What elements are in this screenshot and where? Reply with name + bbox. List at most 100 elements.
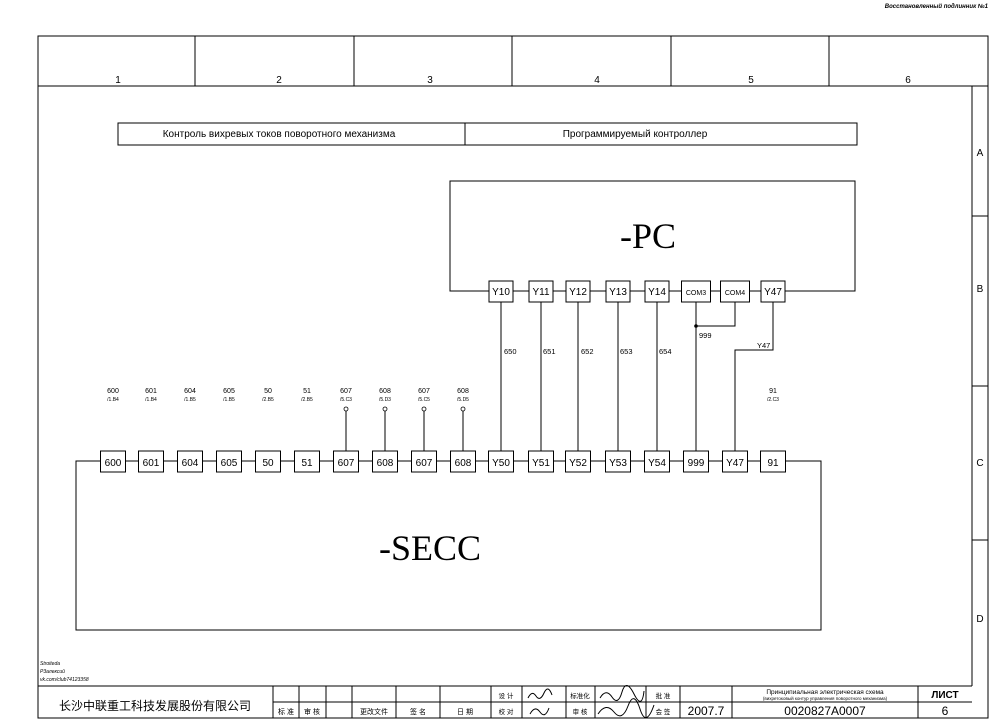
- xref-target: /1.B4: [107, 397, 119, 403]
- doc-title: Принципиальная электрическая схема: [766, 689, 884, 696]
- cross-references: 600/1.B4 601/1.B4 604/1.B5 605/1.B5 50/2.B5 5…: [107, 388, 779, 403]
- title-block: 长沙中联重工科技发展股份有限公司 标 准 审 核 更改文件 签 名 日 期 设 …: [59, 685, 972, 718]
- title-block-date: 2007.7: [688, 704, 725, 718]
- row-label-d: D: [976, 614, 983, 625]
- secc-terminal-label: 600: [105, 458, 122, 469]
- role-label-design: 设 计: [499, 691, 514, 700]
- secc-block-name: -SECC: [379, 528, 481, 568]
- col-label-3: 3: [427, 75, 433, 86]
- sig-label-review: 审 核: [304, 707, 320, 716]
- wire-label-652: 652: [581, 347, 594, 356]
- wire-labels: 650 651 652 653 654 999 Y47: [504, 331, 770, 356]
- company-name: 长沙中联重工科技发展股份有限公司: [59, 698, 251, 713]
- secc-terminal-label: Y54: [648, 458, 666, 469]
- secc-terminal-604: [177, 450, 203, 473]
- xref-target: /5.C5: [418, 397, 430, 403]
- pc-terminal-label: Y12: [569, 287, 587, 298]
- xref-label: 51: [303, 388, 311, 395]
- secc-terminal-label: 608: [377, 458, 394, 469]
- doc-number: 0020827A0007: [784, 704, 866, 718]
- xref-label: 600: [107, 388, 119, 395]
- pc-terminal-label: Y11: [532, 287, 549, 298]
- signature-scribble-1: [527, 688, 553, 716]
- secc-terminal-label: 604: [182, 458, 199, 469]
- xref-label: 604: [184, 388, 196, 395]
- secc-terminal-label: Y53: [609, 458, 627, 469]
- doc-subtitle: (вихретоковый контур управления поворотн…: [763, 695, 888, 701]
- title-bar: [117, 122, 858, 146]
- wiring: [343, 302, 774, 451]
- row-label-b: B: [977, 284, 984, 295]
- col-label-6: 6: [905, 75, 911, 86]
- col-label-1: 1: [115, 75, 121, 86]
- secc-terminal-label: 608: [455, 458, 472, 469]
- secc-terminal-label: Y51: [532, 458, 550, 469]
- col-label-5: 5: [748, 75, 754, 86]
- pc-terminal-strip: Y10 Y11 Y12 Y13 Y14 COM3 COM4 Y47: [450, 280, 855, 303]
- pc-terminal-label: Y47: [764, 287, 782, 298]
- title-bar-left: Контроль вихревых токов поворотного меха…: [163, 129, 396, 140]
- xref-label: 607: [418, 388, 430, 395]
- sig-label-signature: 签 名: [410, 707, 426, 716]
- secc-terminal-label: 51: [301, 458, 313, 469]
- row-label-c: C: [976, 458, 983, 469]
- pc-terminal-label: COM3: [686, 290, 706, 297]
- role-label-approve: 批 准: [656, 691, 671, 700]
- secc-terminal-label: 91: [767, 458, 779, 469]
- role-label-check: 校 对: [499, 707, 514, 716]
- secc-terminal-91: [760, 450, 786, 473]
- wire-label-999: 999: [699, 331, 712, 340]
- pc-terminal-label: COM4: [725, 290, 745, 297]
- xref-target: /5.D3: [379, 397, 391, 403]
- scribble-note-3: vk.com/club74123358: [40, 677, 89, 683]
- xref-label: 91: [769, 388, 777, 395]
- xref-label: 50: [264, 388, 272, 395]
- xref-target: /2.C3: [767, 397, 779, 403]
- role-label-audit: 审 核: [573, 707, 588, 716]
- xref-label: 608: [457, 388, 469, 395]
- wire-label-654: 654: [659, 347, 672, 356]
- sheet-number: 6: [942, 704, 949, 718]
- secc-terminal-label: 607: [338, 458, 355, 469]
- xref-target: /2.B5: [262, 397, 274, 403]
- col-label-4: 4: [594, 75, 600, 86]
- xref-target: /2.B5: [301, 397, 313, 403]
- xref-target: /1.B4: [145, 397, 157, 403]
- secc-terminal-label: Y52: [569, 458, 587, 469]
- secc-terminal-label: 601: [143, 458, 160, 469]
- secc-terminal-605: [216, 450, 242, 473]
- row-label-a: A: [977, 148, 984, 159]
- sig-label-standard: 标 准: [278, 707, 294, 716]
- secc-terminal-51: [294, 450, 320, 473]
- xref-target: /1.B5: [223, 397, 235, 403]
- pc-terminal-label: Y14: [648, 287, 666, 298]
- wire-label-651: 651: [543, 347, 556, 356]
- sig-label-change-doc: 更改文件: [360, 707, 388, 716]
- secc-terminal-label: 50: [262, 458, 274, 469]
- pc-terminal-label: Y13: [609, 287, 627, 298]
- header-note: Восстановленный подлинник №1: [885, 3, 989, 10]
- sheet-label: ЛИСТ: [931, 690, 958, 701]
- xref-label: 607: [340, 388, 352, 395]
- xref-target: /1.B5: [184, 397, 196, 403]
- secc-terminal-50: [255, 450, 281, 473]
- role-label-countersign: 会 签: [656, 707, 671, 716]
- scribble-note-1: Stroiteda: [40, 661, 60, 667]
- xref-label: 608: [379, 388, 391, 395]
- pc-terminal-label: Y10: [492, 287, 510, 298]
- col-label-2: 2: [276, 75, 282, 86]
- secc-terminal-601: [138, 450, 164, 473]
- secc-terminal-600: [100, 450, 126, 473]
- title-bar-right: Программируемый контроллер: [563, 129, 708, 140]
- secc-terminal-label: 605: [221, 458, 238, 469]
- secc-terminal-label: Y47: [726, 458, 744, 469]
- wire-label-650: 650: [504, 347, 517, 356]
- secc-terminal-label: 999: [688, 458, 705, 469]
- wire-label-y47: Y47: [757, 341, 770, 350]
- secc-terminal-label: Y50: [492, 458, 510, 469]
- xref-label: 605: [223, 388, 235, 395]
- xref-label: 601: [145, 388, 157, 395]
- xref-target: /5.D5: [457, 397, 469, 403]
- scribble-note-2: P3aлекcий: [40, 668, 65, 675]
